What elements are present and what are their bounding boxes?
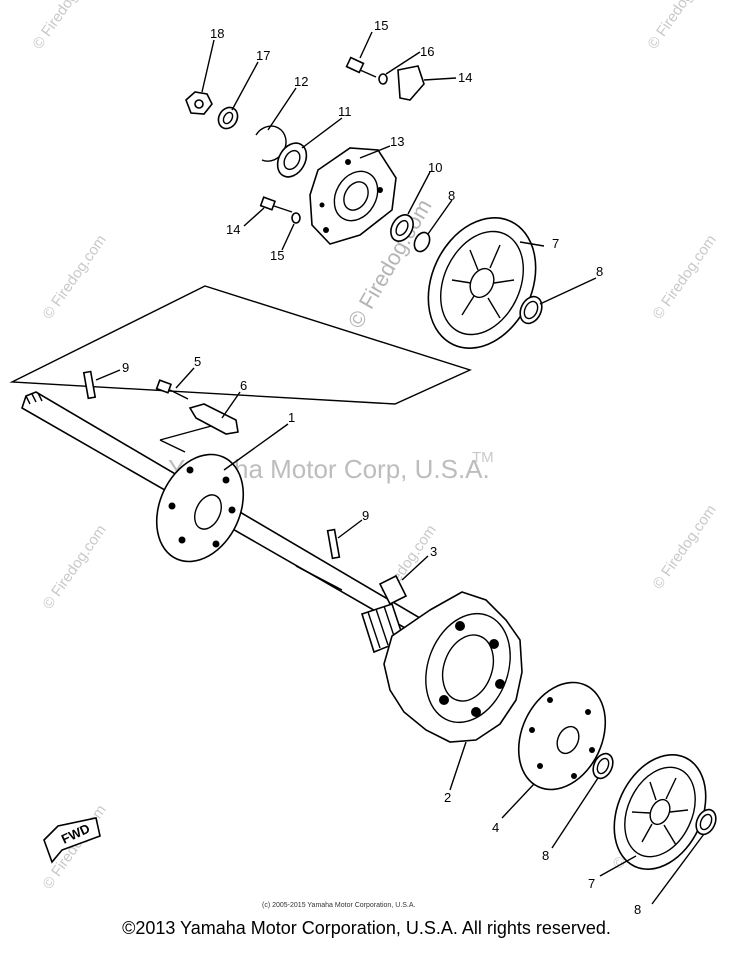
callout-9: 9 <box>362 508 369 523</box>
callout-13: 13 <box>390 134 404 149</box>
site-watermark: © Firedog.com <box>39 232 109 323</box>
part-17-washer <box>217 106 239 130</box>
callout-17: 17 <box>256 48 270 63</box>
callout-8: 8 <box>596 264 603 279</box>
part-16-lock-washer <box>378 73 388 85</box>
callout-16: 16 <box>420 44 434 59</box>
callout-18: 18 <box>210 26 224 41</box>
part-11-bearing <box>276 142 308 178</box>
site-watermark: © Firedog.com <box>644 0 714 52</box>
callout-9: 9 <box>122 360 129 375</box>
callout-15: 15 <box>374 18 388 33</box>
part-14-bracket <box>397 65 425 101</box>
part-2-drive-sprocket <box>383 591 523 743</box>
site-watermark: © Firedog.com <box>39 522 109 613</box>
callout-10: 10 <box>428 160 442 175</box>
watermark-layer: © Firedog.com © Firedog.com © Firedog.co… <box>29 0 719 892</box>
callout-6: 6 <box>240 378 247 393</box>
part-9-pin <box>326 528 341 560</box>
part-15-washer <box>291 212 301 224</box>
callout-3: 3 <box>430 544 437 559</box>
callout-15: 15 <box>270 248 284 263</box>
callout-14: 14 <box>226 222 240 237</box>
small-copyright-note: (c) 2005-2015 Yamaha Motor Corporation, … <box>262 902 416 909</box>
callout-8: 8 <box>634 902 641 917</box>
site-watermark: © Firedog.com <box>29 0 99 52</box>
callout-8: 8 <box>542 848 549 863</box>
callout-8: 8 <box>448 188 455 203</box>
callout-14: 14 <box>458 70 472 85</box>
part-8-spacer <box>519 295 543 325</box>
part-5-bolt <box>155 379 189 400</box>
leader-lines <box>95 31 705 905</box>
part-8-spacer <box>413 231 431 253</box>
callout-5: 5 <box>194 354 201 369</box>
callout-1: 1 <box>288 410 295 425</box>
trademark-mark: TM <box>472 449 494 466</box>
part-7-idler-wheel <box>427 217 537 349</box>
part-14-bolt <box>259 196 293 213</box>
part-10-seal <box>390 214 414 242</box>
part-18-nut <box>185 91 213 115</box>
part-6-plate <box>188 403 239 435</box>
part-4-hub-plate <box>517 681 607 791</box>
part-12-circlip <box>255 125 287 162</box>
part-3-collar <box>378 574 408 606</box>
leader-line <box>159 424 216 441</box>
callout-11: 11 <box>338 104 352 119</box>
callout-7: 7 <box>588 876 595 891</box>
site-watermark: © Firedog.com <box>649 502 719 593</box>
part-1-drive-flange <box>155 453 245 563</box>
part-15-bolt <box>345 56 377 78</box>
copyright-footer: ©2013 Yamaha Motor Corporation, U.S.A. A… <box>122 918 611 938</box>
callout-4: 4 <box>492 820 499 835</box>
callout-2: 2 <box>444 790 451 805</box>
part-9-pin <box>82 370 97 400</box>
leader-line <box>159 439 186 453</box>
site-watermark: © Firedog.com <box>649 232 719 323</box>
part-8-spacer <box>695 808 717 836</box>
callout-7: 7 <box>552 236 559 251</box>
part-7-idler-wheel <box>613 753 707 871</box>
part-13-bearing-housing <box>309 147 397 245</box>
callout-12: 12 <box>294 74 308 89</box>
assembly-outline <box>9 285 472 405</box>
callout-labels: 18 17 12 11 13 10 8 7 8 15 16 14 14 15 9… <box>122 18 641 917</box>
